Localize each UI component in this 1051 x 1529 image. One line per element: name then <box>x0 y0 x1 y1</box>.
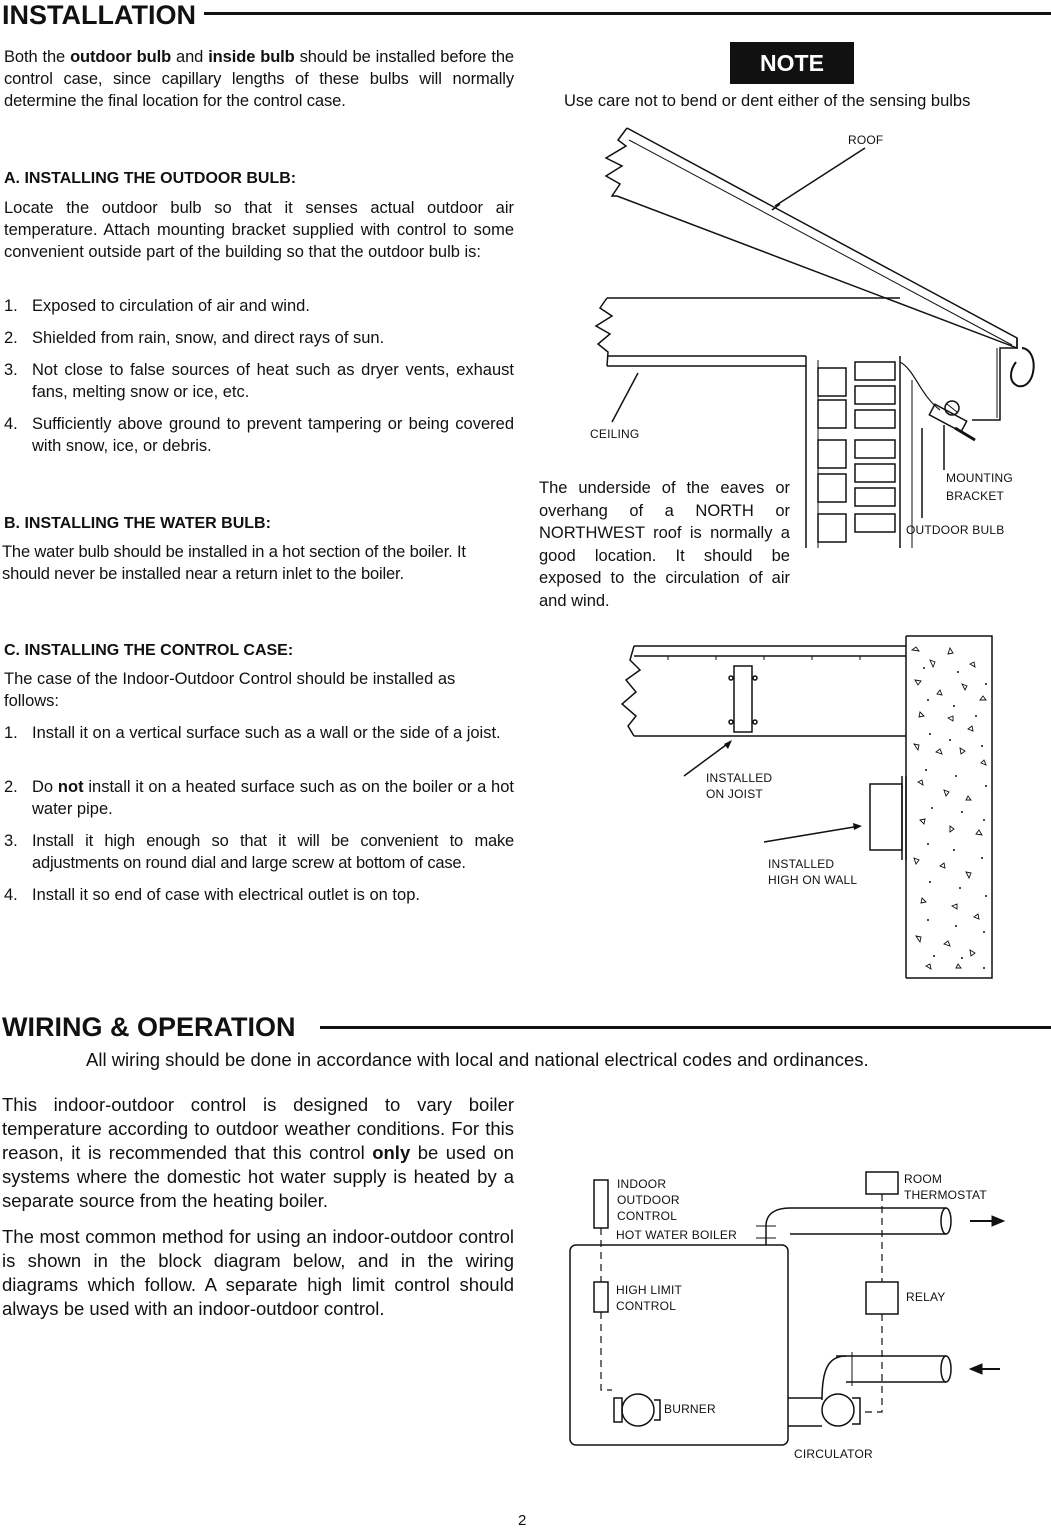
label-outdoor-bulb: OUTDOOR BULB <box>906 523 1005 537</box>
list-text: Do not install it on a heated surface su… <box>32 776 514 820</box>
intro-text-2: and <box>171 48 209 66</box>
label-circulator: CIRCULATOR <box>794 1447 873 1461</box>
list-number: 2. <box>4 778 18 796</box>
list-text: Sufficiently above ground to prevent tam… <box>32 415 514 455</box>
label-ceiling: CEILING <box>590 427 640 441</box>
intro-bold-outdoor-bulb: outdoor bulb <box>70 48 172 66</box>
page-number: 2 <box>518 1512 527 1529</box>
list-number: 1. <box>4 297 18 315</box>
section-b-text: The water bulb should be installed in a … <box>2 543 466 583</box>
list-number: 3. <box>4 832 18 850</box>
label-installed-wall-1: INSTALLED <box>768 857 835 871</box>
list-text-bold: not <box>57 778 84 796</box>
list-number: 3. <box>4 361 18 379</box>
list-item: 2. Do not install it on a heated surface… <box>4 776 514 820</box>
list-text-post: install it on a heated surface such as o… <box>32 778 514 818</box>
list-text: Install it on a vertical surface such as… <box>32 724 501 742</box>
list-text-pre: Do <box>32 778 58 796</box>
label-installed-wall-2: HIGH ON WALL <box>768 873 858 887</box>
label-mounting: MOUNTING <box>946 471 1013 485</box>
list-text: Shielded from rain, snow, and direct ray… <box>32 329 385 347</box>
label-bracket: BRACKET <box>946 489 1005 503</box>
wiring-p1-text: This indoor-outdoor control is designed … <box>2 1094 514 1163</box>
section-c-title: C. INSTALLING THE CONTROL CASE: <box>4 642 294 659</box>
intro-text-1: Both the <box>4 48 71 66</box>
list-number: 2. <box>4 329 18 347</box>
note-text: Use care not to bend or dent either of t… <box>564 92 971 110</box>
list-item: 3. Install it high enough so that it wil… <box>4 830 514 874</box>
wiring-heading-rule <box>320 1026 1051 1029</box>
note-badge: NOTE <box>730 42 854 84</box>
list-number: 1. <box>4 724 18 742</box>
wiring-paragraph-1: This indoor-outdoor control is designed … <box>2 1093 514 1213</box>
section-c-text: The case of the Indoor-Outdoor Control s… <box>4 670 456 710</box>
section-a-title: A. INSTALLING THE OUTDOOR BULB: <box>4 170 297 187</box>
label-relay: RELAY <box>906 1290 946 1304</box>
eaves-caption: The underside of the eaves or overhang o… <box>539 479 790 610</box>
installation-heading-rule <box>200 12 1051 15</box>
list-text: Install it so end of case with electrica… <box>32 886 420 904</box>
list-item: 3. Not close to false sources of heat su… <box>4 359 514 403</box>
intro-text-3: should be installed before the control c… <box>4 48 515 110</box>
section-a-text: Locate the outdoor bulb so that it sense… <box>4 199 514 261</box>
label-control: CONTROL <box>617 1209 678 1223</box>
label-high-limit: HIGH LIMIT <box>616 1283 683 1297</box>
label-high-limit-control: CONTROL <box>616 1299 677 1313</box>
installation-heading: INSTALLATION <box>2 0 204 30</box>
list-item: 1. Exposed to circulation of air and win… <box>4 295 514 317</box>
list-item: 4. Install it so end of case with electr… <box>4 884 514 906</box>
label-installed-joist-2: ON JOIST <box>706 787 763 801</box>
roof-slab <box>616 127 1018 350</box>
label-outdoor: OUTDOOR <box>617 1193 680 1207</box>
installation-intro: Both the outdoor bulb and inside bulb sh… <box>4 46 514 112</box>
list-number: 4. <box>4 886 18 904</box>
wiring-p1-text-2: be used on systems where the domestic ho… <box>2 1142 514 1211</box>
intro-bold-inside-bulb: inside bulb <box>208 48 295 66</box>
label-room: ROOM <box>904 1172 943 1186</box>
list-item: 1. Install it on a vertical surface such… <box>4 722 514 766</box>
list-text: Install it high enough so that it will b… <box>32 832 514 872</box>
list-item: 4. Sufficiently above ground to prevent … <box>4 413 514 457</box>
list-number: 4. <box>4 415 18 433</box>
label-hot-water-boiler: HOT WATER BOILER <box>616 1228 737 1242</box>
label-indoor: INDOOR <box>617 1177 667 1191</box>
section-b-title: B. INSTALLING THE WATER BULB: <box>4 515 271 532</box>
label-thermostat: THERMOSTAT <box>904 1188 987 1202</box>
list-item: 2. Shielded from rain, snow, and direct … <box>4 327 514 349</box>
list-text: Exposed to circulation of air and wind. <box>32 297 310 315</box>
list-text: Not close to false sources of heat such … <box>32 361 514 401</box>
label-roof: ROOF <box>848 133 884 147</box>
label-installed-joist-1: INSTALLED <box>706 771 773 785</box>
wiring-paragraph-2: The most common method for using an indo… <box>2 1226 514 1319</box>
label-burner: BURNER <box>664 1402 716 1416</box>
wiring-p1-bold: only <box>372 1142 411 1163</box>
wiring-heading: WIRING & OPERATION <box>2 1012 304 1042</box>
wiring-codes: All wiring should be done in accordance … <box>86 1049 869 1070</box>
